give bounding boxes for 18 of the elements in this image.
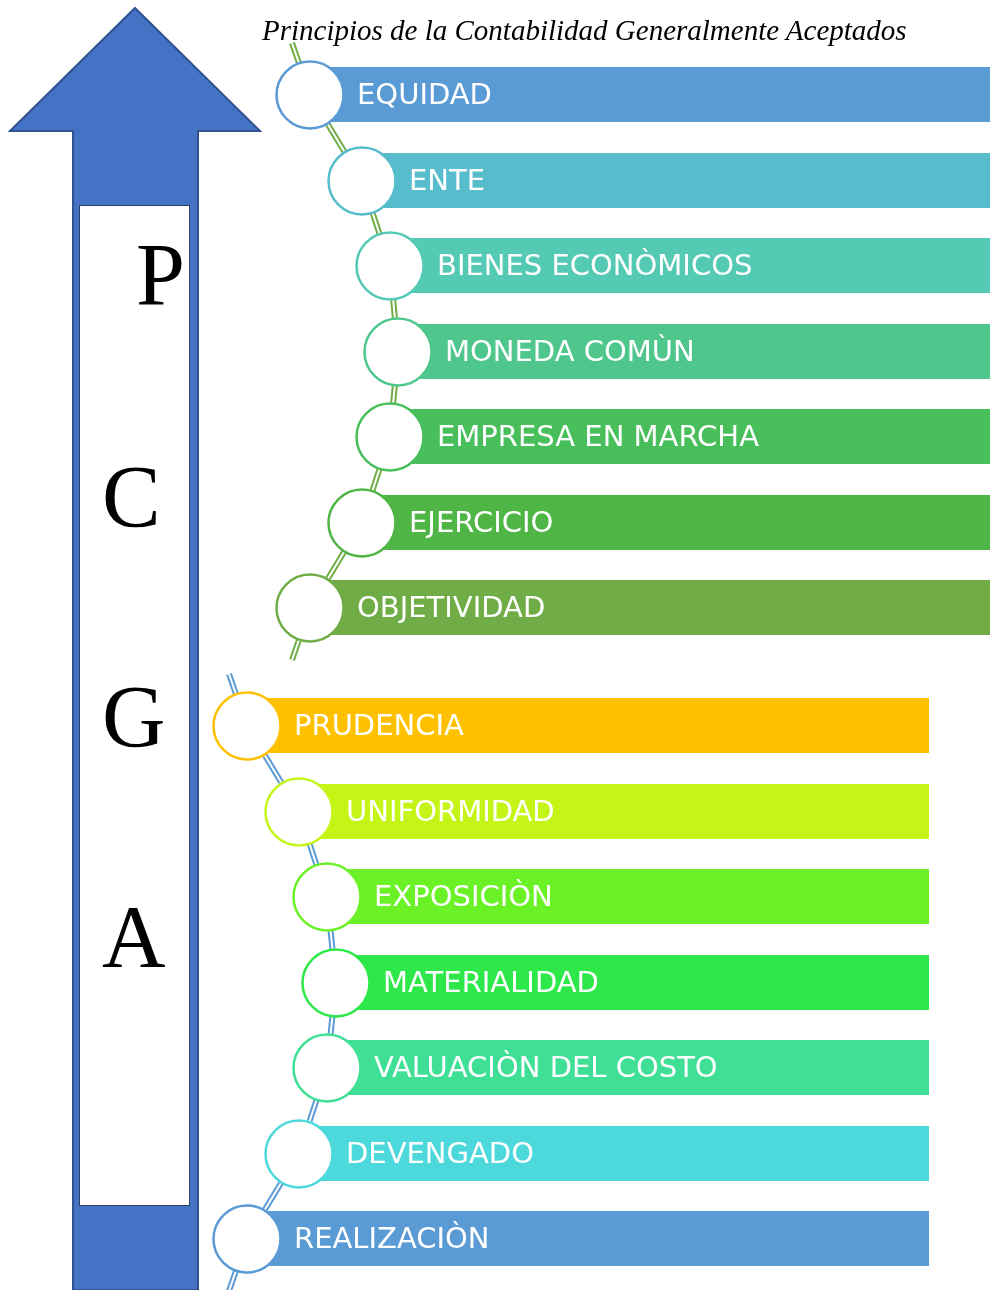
letter: P <box>136 231 185 319</box>
letter: A <box>102 893 166 981</box>
connector-line <box>306 1099 320 1123</box>
connector-line <box>262 753 284 784</box>
connector-line <box>262 1181 284 1212</box>
connector-line <box>325 550 347 581</box>
connector-line <box>289 42 302 64</box>
title: Principios de la Contabilidad Generalmente Aceptados <box>262 14 907 47</box>
letter-panel <box>79 205 190 1206</box>
letter: C <box>102 453 161 541</box>
connector-line <box>226 1270 239 1290</box>
connector-line <box>325 122 347 153</box>
connector-line <box>369 468 383 492</box>
connector-line <box>369 211 383 235</box>
connector-line <box>226 673 239 695</box>
connector-line <box>289 639 302 661</box>
letter: G <box>102 673 166 761</box>
connector-line <box>306 842 320 866</box>
